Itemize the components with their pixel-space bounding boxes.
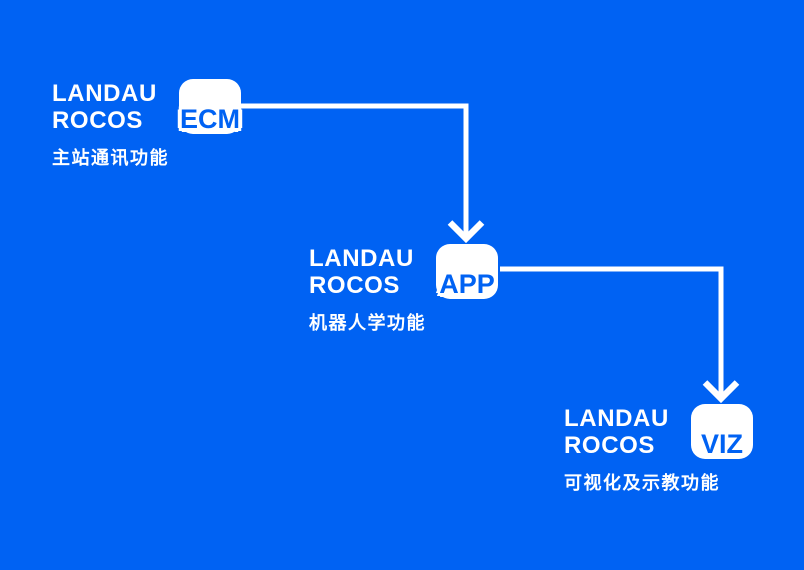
brand-line2: ROCOS [564,432,656,459]
arrow-app-to-viz [500,266,724,396]
app-badge: APP [436,244,498,299]
brand-wordmark: LANDAU ROCOS [564,405,720,459]
brand-line1: LANDAU [309,245,414,272]
ecm-caption: 主站通讯功能 [52,148,169,168]
app-badge-label: APP [439,269,495,299]
viz-badge-label: VIZ [700,429,744,459]
node-app: LANDAU ROCOS APP 机器人学功能 [309,244,498,335]
brand-wordmark: LANDAU ROCOS [309,245,426,299]
app-caption: 机器人学功能 [309,313,426,333]
ecm-badge: ECM [179,79,241,134]
ecm-badge-label: ECM [180,104,240,134]
app-logo: LANDAU ROCOS APP [309,244,498,299]
viz-logo: LANDAU ROCOS VIZ [564,404,753,459]
brand-wordmark: LANDAU ROCOS [52,80,169,134]
node-viz: LANDAU ROCOS VIZ 可视化及示教功能 [564,404,753,495]
viz-badge: VIZ [691,404,753,459]
arrow-ecm-to-app [240,103,469,236]
ecm-logo: LANDAU ROCOS ECM [52,79,241,134]
node-ecm: LANDAU ROCOS ECM 主站通讯功能 [52,79,241,170]
arrowhead-down-icon [702,380,740,404]
brand-line2: ROCOS [52,107,144,134]
brand-line1: LANDAU [564,405,669,432]
viz-caption: 可视化及示教功能 [564,473,720,493]
brand-line1: LANDAU [52,80,157,107]
arrowhead-down-icon [447,220,485,244]
brand-line2: ROCOS [309,272,401,299]
